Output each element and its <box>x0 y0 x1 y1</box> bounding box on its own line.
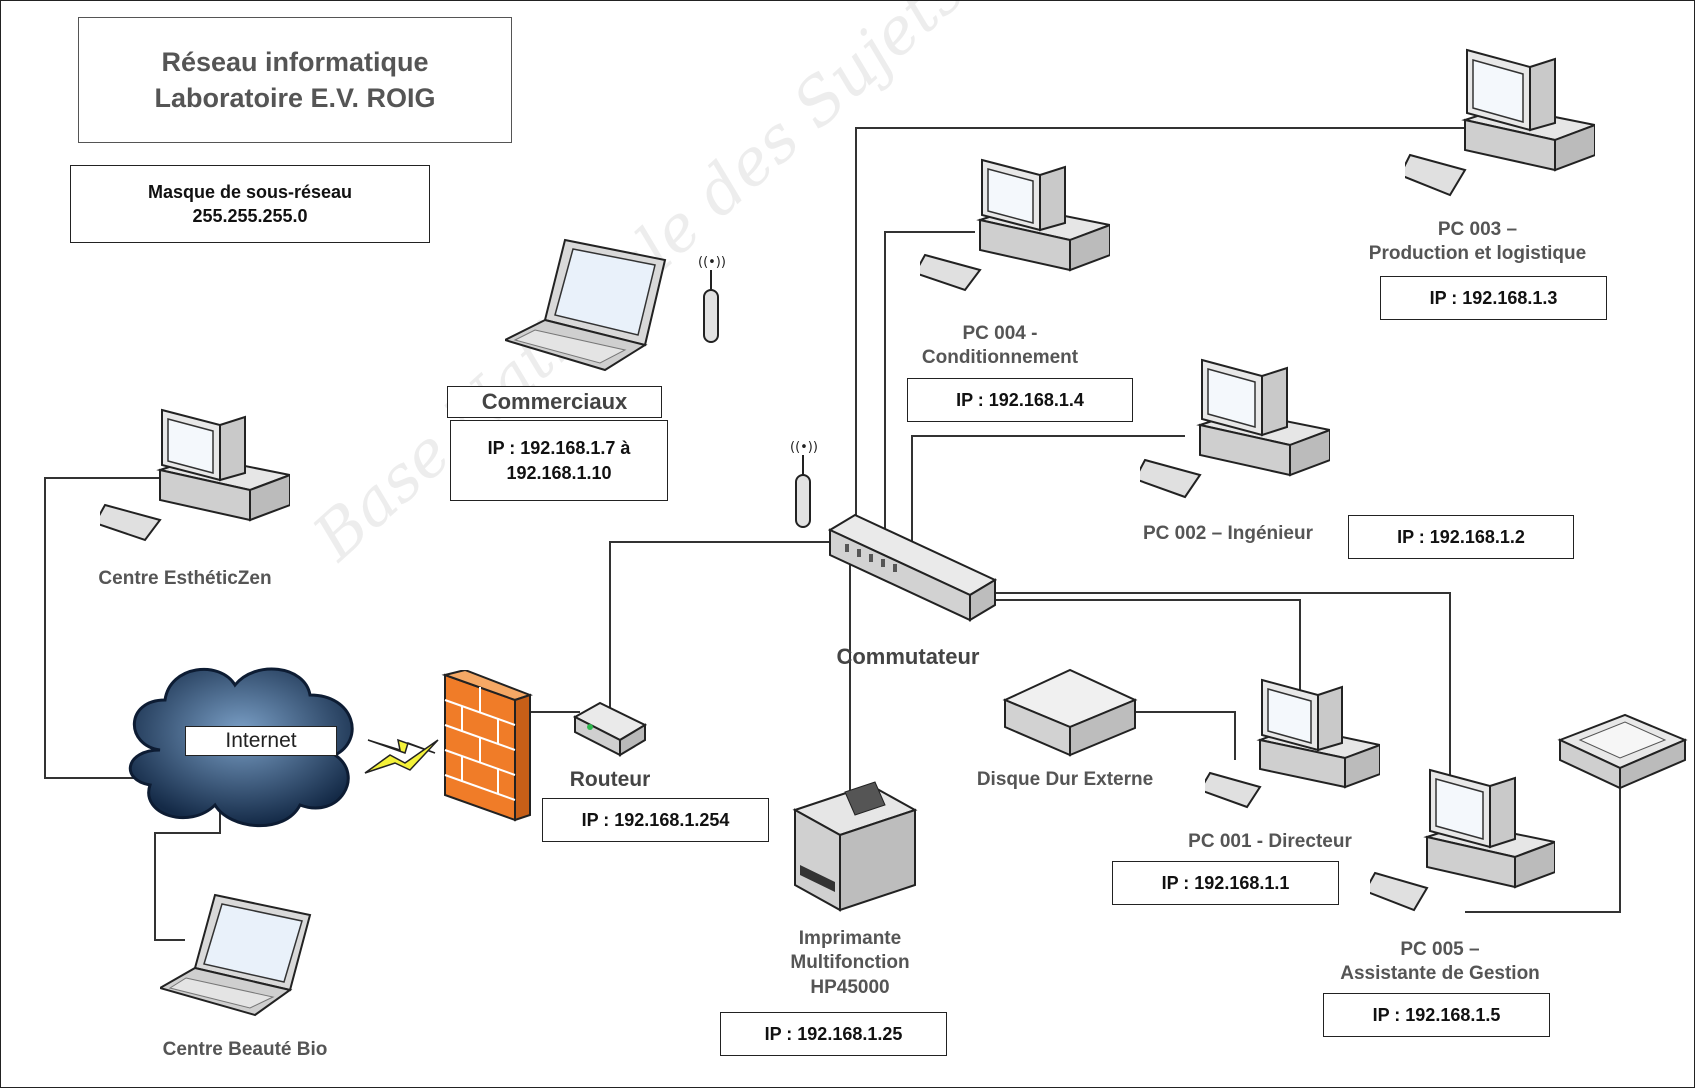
commerciaux-ip-box: IP : 192.168.1.7 à 192.168.1.10 <box>450 420 668 501</box>
link-switch-pc003 <box>855 127 1470 535</box>
switch-icon <box>827 513 998 622</box>
printer-label: Imprimante Multifonction HP45000 <box>750 927 950 1000</box>
printer-name-line-1: Imprimante <box>798 928 902 949</box>
pc002-ip-box: IP : 192.168.1.2 <box>1348 515 1574 559</box>
subnet-mask-box: Masque de sous-réseau 255.255.255.0 <box>70 165 430 243</box>
pc-003-icon <box>1405 48 1595 197</box>
pc004-name-line-2: Conditionnement <box>921 347 1079 369</box>
estheticzen-label: Centre EsthéticZen <box>98 568 272 589</box>
router-icon <box>572 701 648 757</box>
printer-ip-box: IP : 192.168.1.25 <box>720 1012 947 1056</box>
pc002-label: PC 002 – Ingénieur <box>1142 523 1313 544</box>
pc003-name-line-2: Production et logistique <box>1368 243 1587 265</box>
title-line-2: Laboratoire E.V. ROIG <box>154 83 436 113</box>
printer-name-line-2: Multifonction <box>790 952 910 974</box>
switch-label: Commutateur <box>836 644 980 669</box>
link-switch-pc001 <box>995 599 1301 700</box>
svg-text:((•)): ((•)) <box>698 255 726 270</box>
link-routeur-switch <box>609 541 830 712</box>
internet-label: Internet <box>185 726 337 756</box>
pc005-ip-box: IP : 192.168.1.5 <box>1323 993 1550 1037</box>
router-ip-box: IP : 192.168.1.254 <box>542 798 769 842</box>
svg-text:((•)): ((•)) <box>790 440 818 455</box>
printer-name-line-3: HP45000 <box>810 976 890 998</box>
pc-002-icon <box>1140 358 1330 499</box>
antenna-switch-icon: ((•)) <box>790 440 818 528</box>
link-switch-pc004 <box>884 231 975 530</box>
external-disk-icon <box>1002 668 1138 757</box>
link-estheticzen-internet <box>44 477 190 779</box>
laptop-commerciaux-icon <box>505 238 667 372</box>
beautebio-label: Centre Beauté Bio <box>162 1039 328 1060</box>
link-switch-pc005 <box>995 592 1451 780</box>
pc001-ip-box: IP : 192.168.1.1 <box>1112 861 1339 905</box>
disk-label: Disque Dur Externe <box>976 769 1154 790</box>
link-scanner-pc005 <box>1465 770 1621 913</box>
pc-001-icon <box>1205 678 1380 809</box>
pc001-label: PC 001 - Directeur <box>1188 831 1352 852</box>
scanner-icon <box>1557 713 1688 790</box>
antenna-commerciaux-icon: ((•)) <box>698 255 726 343</box>
pc005-name-line-1: PC 005 – <box>1400 939 1480 960</box>
pc004-name-line-1: PC 004 - <box>962 323 1038 344</box>
pc-estheticzen-icon <box>100 408 290 542</box>
commerciaux-ip-line-1: IP : 192.168.1.7 à <box>487 438 631 459</box>
pc-005-icon <box>1370 768 1555 912</box>
pc003-name-line-1: PC 003 – <box>1437 219 1518 240</box>
title-box: Réseau informatique Laboratoire E.V. ROI… <box>78 17 512 143</box>
firewall-icon <box>441 670 533 822</box>
pc005-name-line-2: Assistante de Gestion <box>1340 963 1540 985</box>
pc-004-icon <box>920 158 1110 292</box>
router-label: Routeur <box>569 768 651 791</box>
mask-label: Masque de sous-réseau <box>147 181 353 202</box>
printer-icon <box>792 781 918 912</box>
pc003-ip-box: IP : 192.168.1.3 <box>1380 276 1607 320</box>
link-beautebio-internet <box>154 805 221 941</box>
mask-value: 255.255.255.0 <box>192 206 308 226</box>
pc003-label: PC 003 – Production et logistique <box>1335 218 1620 267</box>
commerciaux-label: Commerciaux <box>447 386 662 418</box>
pc004-label: PC 004 - Conditionnement <box>900 322 1100 371</box>
pc004-ip-box: IP : 192.168.1.4 <box>907 378 1133 422</box>
commerciaux-ip-line-2: 192.168.1.10 <box>506 462 612 483</box>
laptop-beautebio-icon <box>160 893 312 1017</box>
pc005-label: PC 005 – Assistante de Gestion <box>1310 938 1570 987</box>
link-switch-pc002 <box>911 435 1185 545</box>
lightning-icon <box>364 738 439 774</box>
title-line-1: Réseau informatique <box>161 46 429 77</box>
